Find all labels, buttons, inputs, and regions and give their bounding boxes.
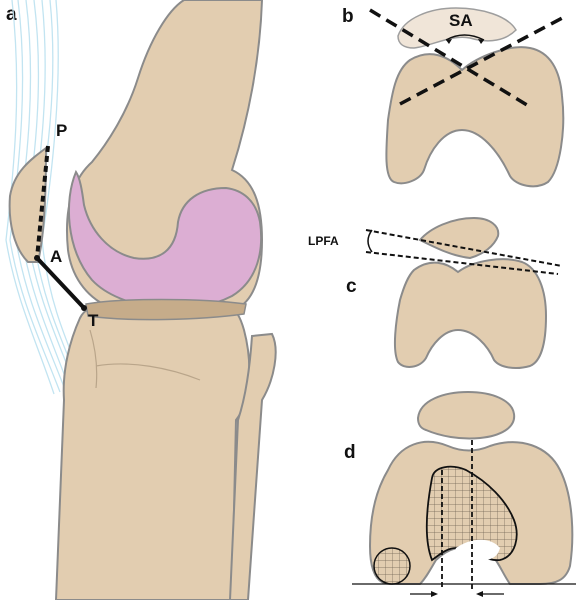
panel-c: c LPFA	[308, 216, 563, 369]
patella-length-dashed	[35, 145, 50, 259]
sulcus-line-1	[369, 8, 533, 110]
axial-femur-c	[393, 258, 548, 369]
arc-arrow-left	[446, 39, 452, 44]
panel-b-letter: b	[342, 6, 354, 27]
point-label-A: A	[50, 247, 62, 266]
fibula-bone	[228, 332, 277, 600]
sulcus-angle-arc	[445, 34, 485, 41]
point-label-P: P	[56, 121, 67, 140]
angle-label-sa: SA	[449, 11, 473, 30]
axial-patella-c	[418, 216, 500, 260]
arrow-left	[476, 591, 504, 597]
point-label-T: T	[88, 311, 99, 330]
tibia-bone	[54, 307, 251, 600]
tibia-surface-line-2	[89, 329, 98, 389]
panel-b: b SA	[342, 6, 567, 188]
axial-patella-d	[416, 390, 516, 440]
point-A-marker	[34, 255, 40, 261]
panel-a: a P A	[5, 0, 277, 600]
patella-bone	[8, 145, 48, 263]
axial-patella-b	[397, 7, 517, 49]
axial-femur-b	[385, 46, 565, 188]
panel-d-letter: d	[344, 442, 356, 463]
patellar-tendon-length-line	[35, 256, 86, 310]
femoral-cartilage	[67, 169, 263, 310]
point-T-marker	[81, 305, 87, 311]
lpfa-line-upper	[365, 229, 563, 267]
lpfa-angle-arc	[367, 229, 373, 253]
sulcus-line-2	[399, 14, 567, 106]
panel-d: d	[344, 390, 576, 597]
intercondylar-notch	[455, 539, 500, 560]
panel-a-letter: a	[6, 4, 17, 25]
meniscus	[85, 298, 247, 321]
lpfa-line-lower	[365, 251, 559, 275]
tibia-surface-line	[95, 363, 201, 381]
hatched-small-circle	[373, 547, 411, 585]
arc-arrow-right	[478, 39, 484, 44]
arrow-right	[410, 591, 438, 597]
angle-label-lpfa: LPFA	[308, 234, 339, 248]
panel-c-letter: c	[346, 276, 357, 297]
